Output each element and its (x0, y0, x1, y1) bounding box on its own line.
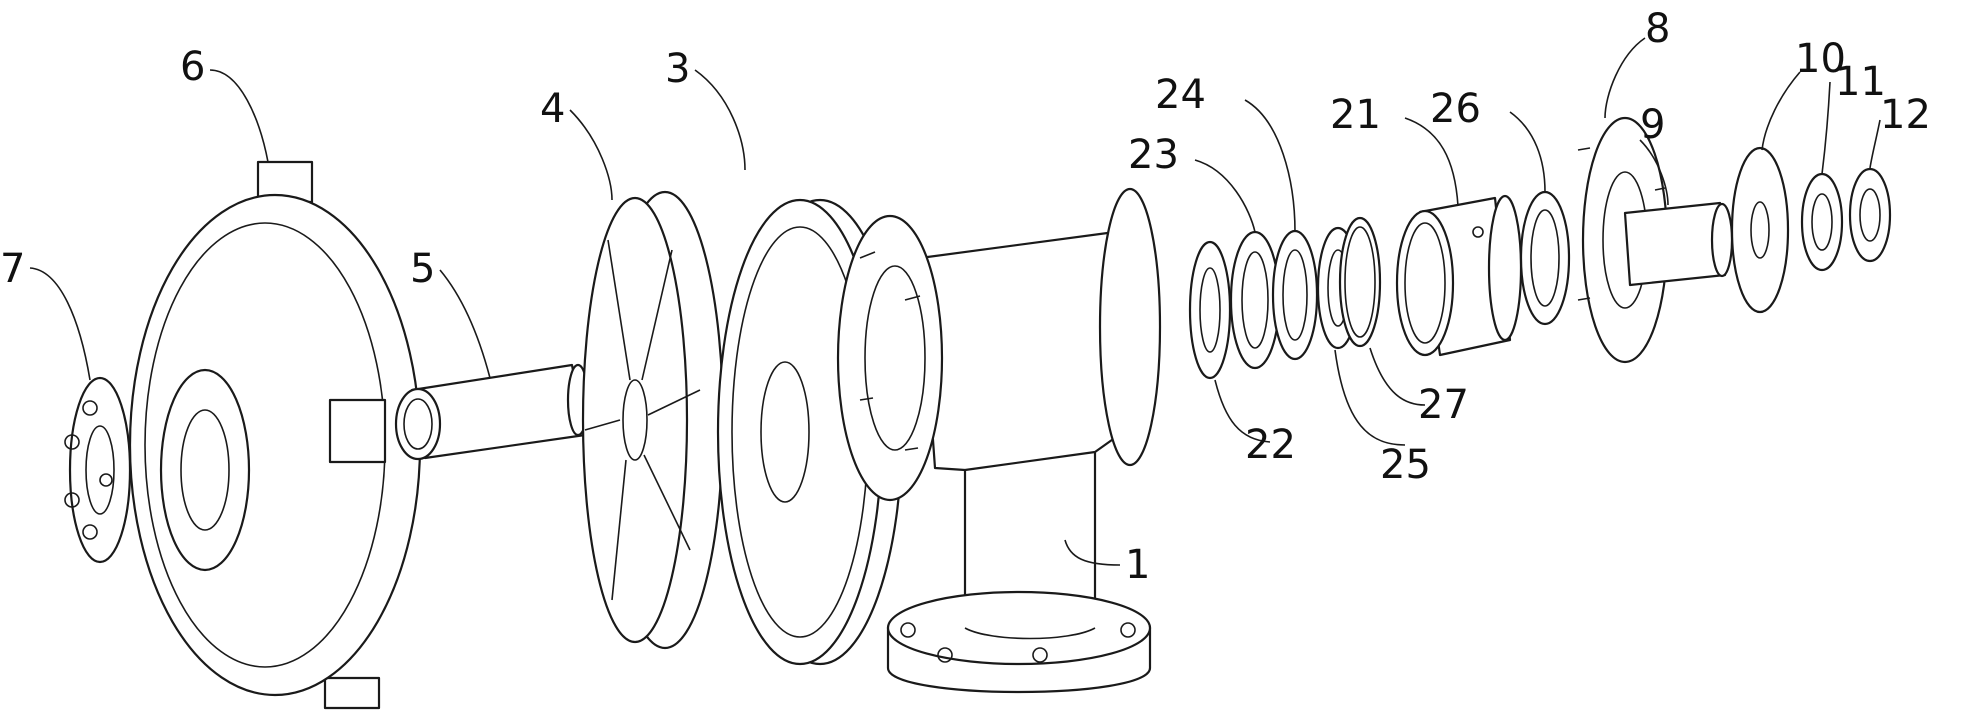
label-1: 1 (1125, 542, 1150, 588)
label-12: 12 (1880, 92, 1931, 138)
leader-24 (1244, 99, 1296, 233)
leader-23 (1194, 159, 1256, 233)
label-9: 9 (1640, 102, 1665, 148)
label-25: 25 (1380, 442, 1431, 488)
label-21: 21 (1330, 92, 1381, 138)
leader-lines (29, 37, 1881, 566)
part-12-lock-nut (1848, 167, 1892, 263)
leader-26 (1509, 111, 1546, 193)
leader-10 (1761, 71, 1801, 151)
part-27-o-ring (1338, 216, 1382, 348)
part-9-shaft (1623, 201, 1734, 287)
leader-7 (29, 267, 91, 381)
part-labels: 7 6 5 4 3 1 22 23 24 25 27 21 26 8 9 10 … (0, 6, 1931, 588)
label-5: 5 (410, 246, 435, 292)
leader-22 (1214, 379, 1271, 443)
leader-5 (439, 269, 491, 379)
label-23: 23 (1128, 132, 1179, 178)
leader-8 (1604, 37, 1646, 119)
leader-3 (694, 69, 746, 171)
leader-9 (1639, 139, 1669, 206)
label-10: 10 (1795, 36, 1846, 82)
part-21-sleeve-housing (1395, 194, 1523, 357)
leader-11 (1821, 81, 1831, 175)
label-7: 7 (0, 246, 25, 292)
leader-25 (1334, 349, 1406, 446)
label-22: 22 (1245, 422, 1296, 468)
part-11-nut (1800, 172, 1844, 272)
label-11: 11 (1835, 59, 1886, 105)
part-26-ring (1519, 190, 1571, 326)
leader-12 (1869, 119, 1881, 169)
part-23-ring (1229, 230, 1281, 370)
leader-21 (1404, 117, 1459, 207)
label-27: 27 (1418, 382, 1469, 428)
label-6: 6 (180, 44, 205, 90)
label-3: 3 (665, 46, 690, 92)
label-24: 24 (1155, 72, 1206, 118)
leader-1 (1064, 539, 1121, 566)
label-26: 26 (1430, 86, 1481, 132)
label-8: 8 (1645, 6, 1670, 52)
part-1-bracket-body (836, 187, 1162, 694)
leader-27 (1369, 347, 1426, 406)
part-4-impeller (581, 190, 725, 650)
part-24-ring (1271, 229, 1319, 361)
part-22-seal-ring (1188, 240, 1232, 380)
leader-4 (569, 109, 613, 201)
part-10-washer (1730, 146, 1790, 314)
part-6-pump-casing (128, 160, 422, 710)
leader-6 (209, 69, 269, 163)
label-4: 4 (540, 86, 565, 132)
part-5-shaft-sleeve (394, 363, 590, 461)
